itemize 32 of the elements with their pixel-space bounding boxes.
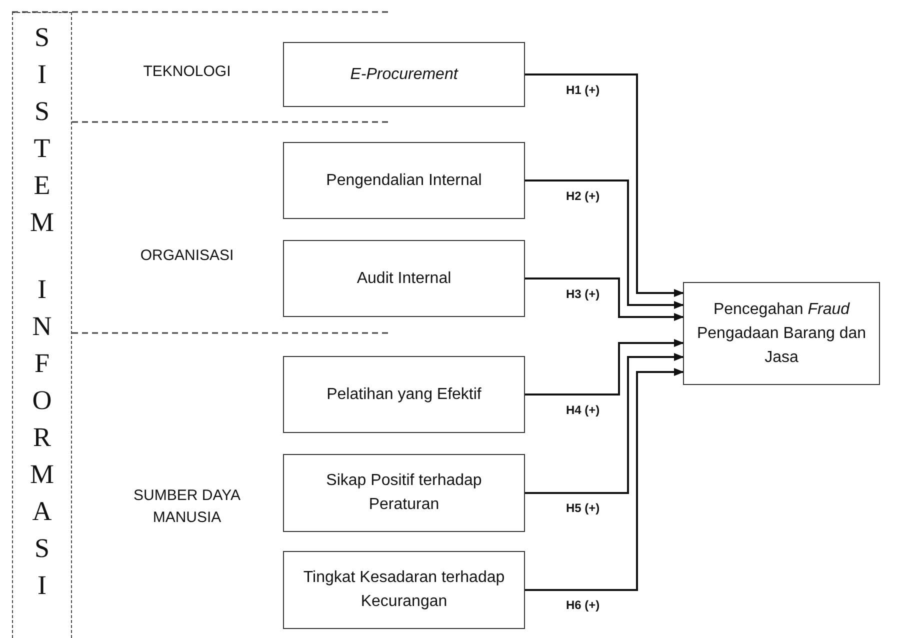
edge-label: H6 (+) — [564, 598, 602, 612]
arrow — [525, 339, 684, 396]
variable-box — [283, 240, 525, 317]
arrow — [525, 74, 684, 297]
edge-label: H1 (+) — [564, 82, 602, 96]
box-label: Sikap Positif terhadap Peraturan — [325, 471, 483, 515]
box-label: E-Procurement — [350, 64, 458, 84]
box-label: Pelatihan yang Efektif — [326, 384, 482, 404]
variable-box — [283, 142, 525, 219]
dashed-band — [12, 12, 72, 638]
edge-label: H3 (+) — [564, 286, 602, 300]
edge-label: H2 (+) — [564, 188, 602, 202]
arrow — [525, 180, 684, 309]
category-label: SUMBER DAYA MANUSIA — [132, 486, 242, 528]
variable-box — [283, 551, 525, 629]
arrow — [525, 368, 684, 591]
category-label: TEKNOLOGI — [142, 62, 232, 82]
box-label: Audit Internal — [356, 268, 452, 288]
vertical-heading: INFORMASI — [30, 273, 54, 602]
edge-label: H4 (+) — [564, 402, 602, 416]
variable-box — [283, 42, 525, 107]
box-label: Pencegahan Fraud Pengadaan Barang dan Jasa — [696, 300, 867, 368]
variable-box — [283, 454, 525, 532]
variable-box — [283, 356, 525, 433]
vertical-heading: SISTEM — [30, 21, 54, 239]
category-label: ORGANISASI — [139, 246, 235, 266]
arrow — [525, 353, 684, 494]
variable-box — [683, 282, 880, 385]
edge-label: H5 (+) — [564, 501, 602, 515]
arrow — [525, 278, 684, 321]
box-label: Tingkat Kesadaran terhadap Kecurangan — [302, 568, 506, 612]
box-label: Pengendalian Internal — [326, 170, 482, 190]
